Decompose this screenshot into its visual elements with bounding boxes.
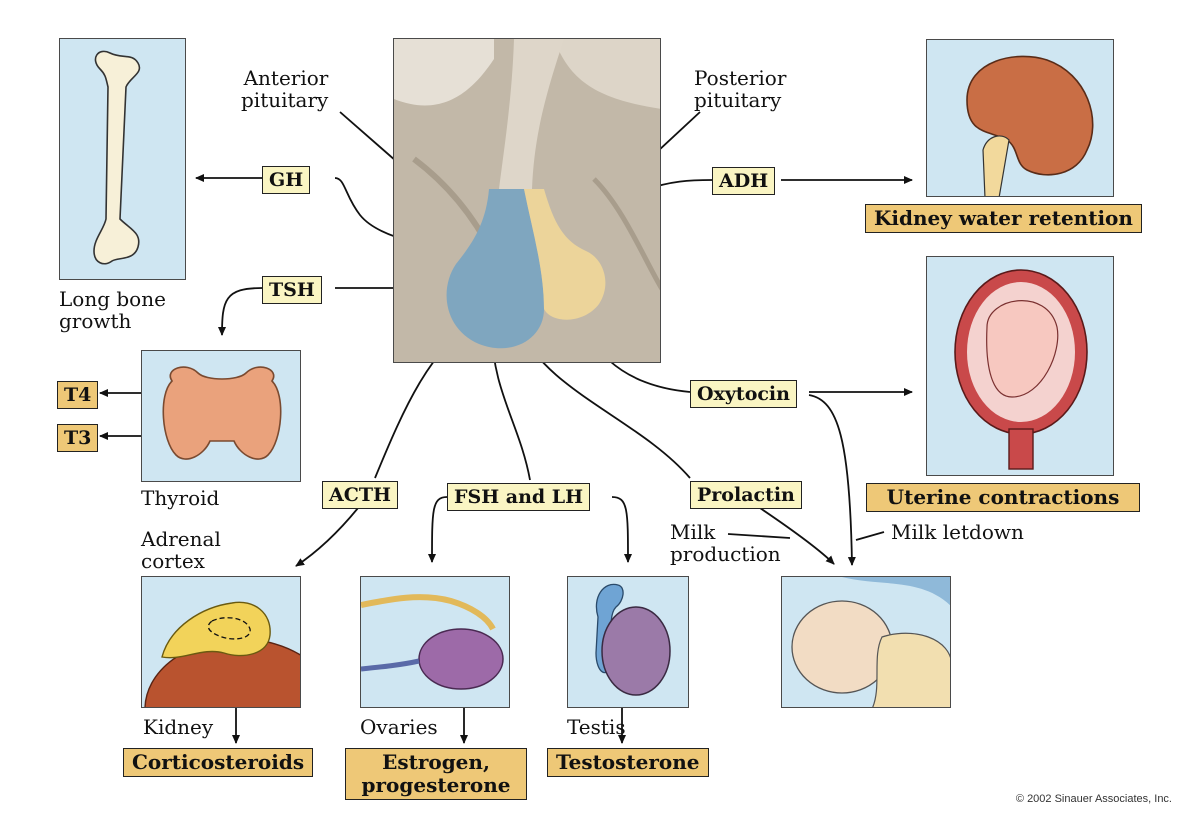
pituitary-gland-illustration (394, 39, 660, 362)
gh-hormone-box: GH (262, 166, 311, 194)
long-bone-growth-label: Long bone growth (59, 287, 166, 333)
posterior-pituitary-label: Posterior pituitary (694, 66, 787, 112)
thyroid-icon (162, 366, 282, 460)
testis-icon (595, 583, 671, 696)
thyroid-label: Thyroid (141, 486, 220, 510)
bone-panel (59, 38, 186, 280)
acth-arrow (295, 507, 359, 567)
anterior-lobe (446, 189, 544, 349)
ovary-icon (361, 594, 504, 690)
kidney-label: Kidney (143, 715, 214, 739)
ovary-panel (360, 576, 510, 708)
milk-letdown-label: Milk letdown (891, 520, 1024, 544)
pituitary-panel (393, 38, 661, 363)
testosterone-box: Testosterone (547, 748, 709, 777)
uterus-icon (954, 269, 1088, 470)
oxytocin-hormone-box: Oxytocin (690, 380, 797, 408)
prolactin-hormone-box: Prolactin (690, 481, 802, 509)
adrenal-panel (141, 576, 301, 708)
fsh-lh-right-arrow (611, 496, 632, 563)
uterine-contractions-box: Uterine contractions (866, 483, 1140, 512)
corticosteroids-box: Corticosteroids (123, 748, 314, 777)
kidney-icon (966, 55, 1094, 196)
acth-hormone-box: ACTH (322, 481, 398, 509)
kidney-water-retention-box: Kidney water retention (865, 204, 1142, 233)
milk-production-label: Milk production (670, 520, 781, 566)
milk-letdown-pointer (855, 531, 885, 541)
copyright-notice: © 2002 Sinauer Associates, Inc. (1015, 793, 1172, 805)
estrogen-progesterone-box: Estrogen, progesterone (345, 748, 527, 800)
milk-production-pointer (727, 533, 791, 539)
anterior-pituitary-label: Anterior pituitary (241, 66, 329, 112)
thyroid-panel (141, 350, 301, 482)
long-bone-icon (93, 50, 141, 265)
adh-hormone-box: ADH (712, 167, 776, 195)
posterior-lobe (524, 189, 606, 320)
adrenal-kidney-icon (144, 601, 300, 707)
tsh-hormone-box: TSH (262, 276, 322, 304)
ovaries-label: Ovaries (360, 715, 438, 739)
fsh-lh-left-arrow (428, 496, 448, 563)
testis-label: Testis (567, 715, 626, 739)
breastfeeding-panel (781, 576, 951, 708)
testis-panel (567, 576, 689, 708)
t4-hormone-box: T4 (57, 381, 99, 409)
adrenal-cortex-label: Adrenal cortex (141, 527, 221, 573)
t3-hormone-box: T3 (57, 424, 99, 452)
breastfeeding-icon (791, 577, 950, 707)
tsh-arrow (218, 287, 263, 336)
uterus-panel (926, 256, 1114, 476)
kidney-panel (926, 39, 1114, 197)
oxytocin-letdown-arrow (808, 394, 856, 566)
fsh-lh-hormone-box: FSH and LH (447, 483, 591, 511)
prolactin-arrow (759, 507, 835, 565)
